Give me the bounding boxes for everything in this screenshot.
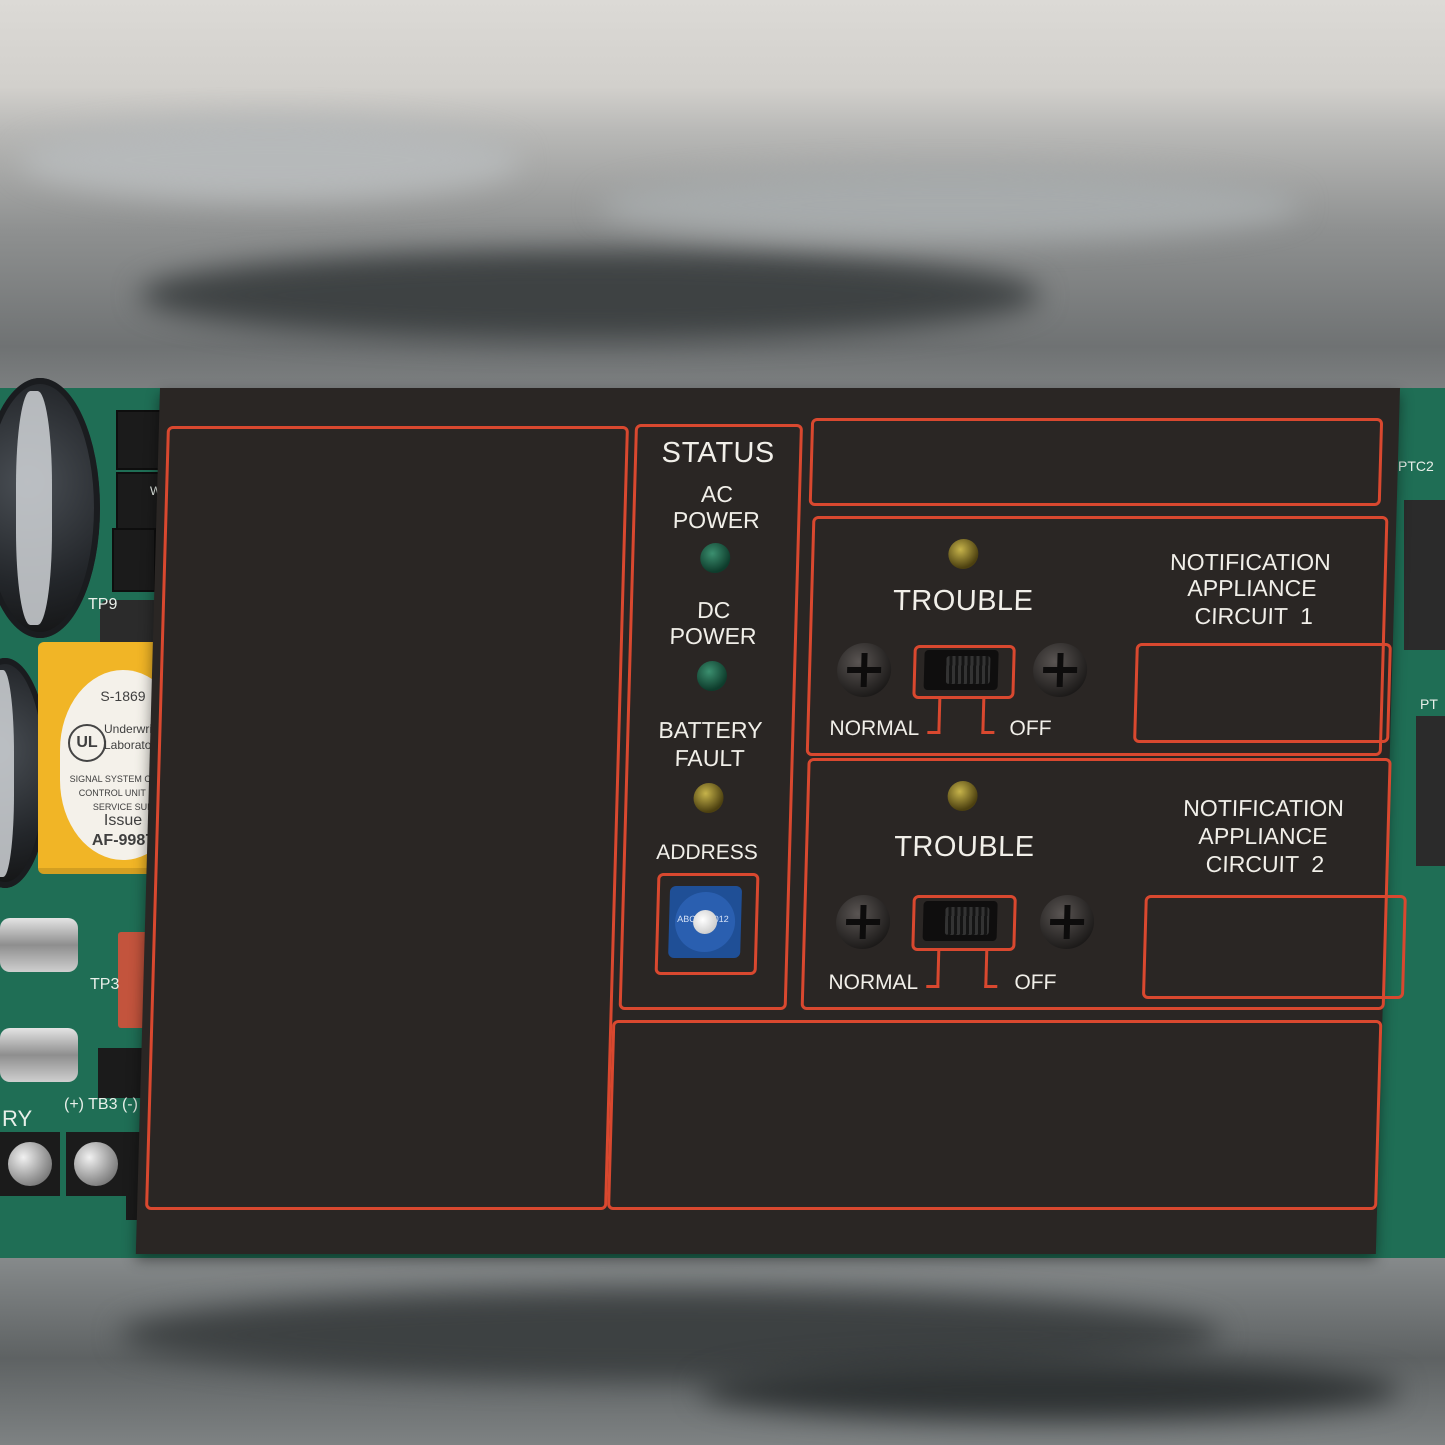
bag-fold bbox=[20, 120, 520, 200]
sticker-desc-3: SERVICE SUB bbox=[92, 802, 154, 812]
label-tp3: TP3 bbox=[90, 976, 120, 993]
screw-icon bbox=[1032, 643, 1088, 697]
status-section: STATUS AC POWER DC POWER BATTERY FAULT A… bbox=[618, 424, 803, 1010]
sticker-lab-2: Laborato bbox=[104, 738, 152, 752]
crystal bbox=[0, 918, 78, 972]
normal-bracket bbox=[926, 949, 941, 988]
circuit-2-name-1: NOTIFICATION bbox=[1182, 795, 1345, 821]
blank-window-bottom bbox=[607, 1020, 1383, 1210]
terminal-screw bbox=[0, 1132, 60, 1196]
sticker-lab-1: Underwri bbox=[104, 722, 153, 736]
circuit-1-blank-window bbox=[1133, 643, 1392, 743]
battery-fault-led bbox=[693, 783, 724, 813]
label-ry: RY bbox=[2, 1106, 33, 1131]
circuit-2-trouble-led bbox=[947, 781, 979, 811]
front-panel: STATUS AC POWER DC POWER BATTERY FAULT A… bbox=[135, 388, 1407, 1254]
circuit-2-name-3: CIRCUIT 2 bbox=[1205, 851, 1325, 877]
capacitor bbox=[0, 378, 100, 638]
circuit-1-name-3: CIRCUIT 1 bbox=[1194, 603, 1314, 629]
dc-power-label-2: POWER bbox=[669, 623, 757, 649]
ac-power-led bbox=[699, 543, 731, 573]
off-bracket bbox=[984, 949, 999, 988]
ul-logo-icon: UL bbox=[68, 724, 106, 762]
circuit-2-name-2: APPLIANCE bbox=[1198, 823, 1328, 849]
circuit-2-trouble-switch[interactable] bbox=[922, 901, 998, 941]
screw-icon bbox=[1039, 895, 1095, 949]
relay bbox=[1416, 716, 1445, 866]
normal-bracket bbox=[927, 697, 942, 734]
circuit-2-section: TROUBLE NOTIFICATION APPLIANCE CIRCUIT 2… bbox=[800, 758, 1407, 1010]
terminal-screw bbox=[66, 1132, 126, 1196]
circuit-1-trouble-label: TROUBLE bbox=[892, 585, 1034, 617]
address-label: ADDRESS bbox=[655, 841, 759, 864]
off-bracket bbox=[981, 697, 996, 734]
circuit-2-off-label: OFF bbox=[1014, 971, 1057, 994]
circuit-2-blank-window bbox=[1141, 895, 1407, 999]
bag-fold bbox=[700, 1360, 1400, 1420]
label-pt: PT bbox=[1420, 696, 1438, 712]
label-tp9: TP9 bbox=[88, 596, 118, 613]
label-ptc2: PTC2 bbox=[1398, 458, 1434, 474]
circuit-1-trouble-switch[interactable] bbox=[923, 650, 999, 690]
label-tb3: (+) TB3 (-) bbox=[64, 1096, 138, 1113]
jumper-header bbox=[112, 528, 156, 592]
bag-fold bbox=[600, 170, 1300, 240]
address-dial[interactable]: ABCDEF012 bbox=[668, 886, 743, 958]
circuit-1-switch-frame bbox=[912, 645, 1016, 699]
screw-icon bbox=[835, 895, 891, 949]
circuit-1-trouble-led bbox=[947, 539, 979, 569]
sticker-desc-2: CONTROL UNIT FOR bbox=[78, 788, 168, 798]
circuit-1-off-label: OFF bbox=[1009, 717, 1052, 740]
circuit-2-normal-label: NORMAL bbox=[828, 971, 919, 994]
ac-power-label-2: POWER bbox=[672, 507, 761, 533]
dc-power-led bbox=[696, 661, 728, 691]
sticker-number: AF-9987 bbox=[91, 832, 155, 849]
blank-window-top bbox=[808, 418, 1384, 506]
circuit-1-normal-label: NORMAL bbox=[829, 717, 920, 740]
circuit-1-name-1: NOTIFICATION bbox=[1169, 549, 1332, 575]
crystal bbox=[0, 1028, 78, 1082]
blank-window-left bbox=[145, 426, 629, 1210]
circuit-2-switch-frame bbox=[911, 895, 1017, 951]
dc-power-label-1: DC bbox=[696, 597, 731, 623]
circuit-1-name-2: APPLIANCE bbox=[1187, 575, 1317, 601]
status-title: STATUS bbox=[661, 437, 776, 469]
circuit-1-section: TROUBLE NOTIFICATION APPLIANCE CIRCUIT 1… bbox=[805, 516, 1392, 756]
sticker-code: S-1869 bbox=[100, 688, 146, 704]
sticker-issue: Issue bbox=[103, 812, 143, 829]
relay bbox=[1404, 500, 1445, 650]
ac-power-label-1: AC bbox=[700, 481, 734, 507]
bag-fold bbox=[140, 250, 1040, 340]
sticker-desc-1: SIGNAL SYSTEM CONTR bbox=[69, 774, 177, 784]
circuit-2-trouble-label: TROUBLE bbox=[893, 831, 1036, 863]
battery-fault-label-2: FAULT bbox=[674, 745, 745, 771]
screw-icon bbox=[836, 643, 892, 697]
battery-fault-label-1: BATTERY bbox=[658, 717, 763, 743]
address-frame: ABCDEF012 bbox=[654, 873, 760, 975]
jumper-header bbox=[116, 410, 164, 470]
